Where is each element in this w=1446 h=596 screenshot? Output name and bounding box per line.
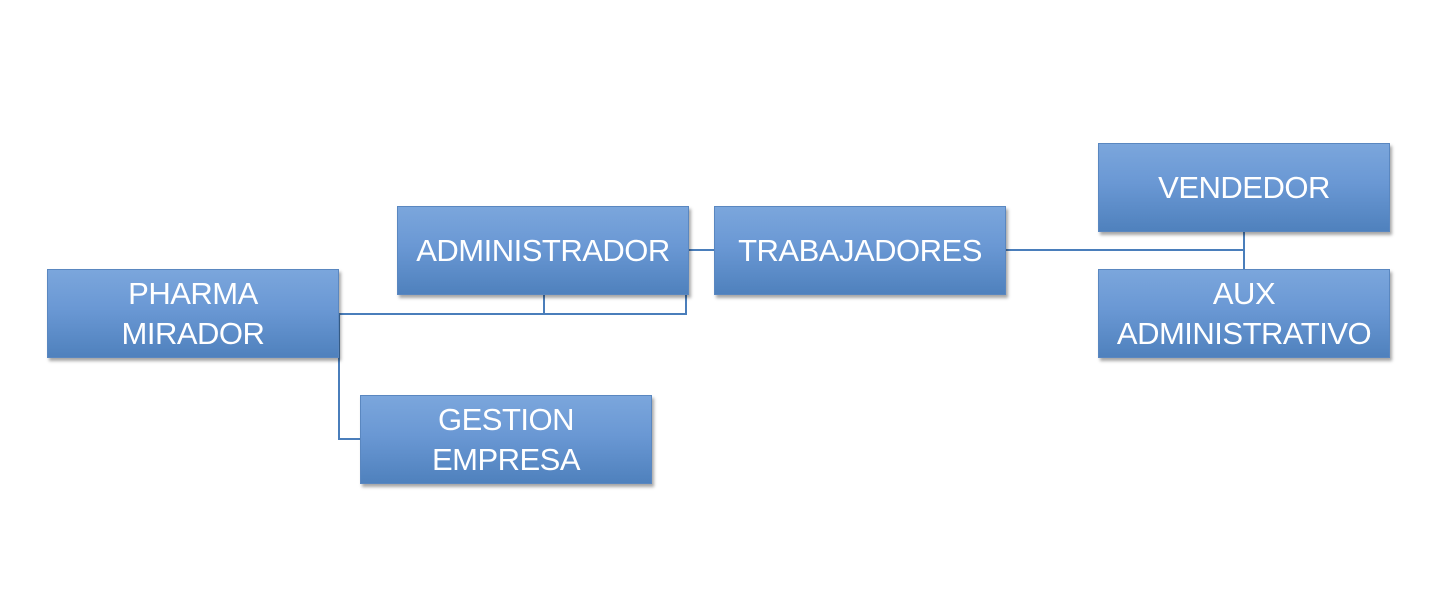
node-vendedor: VENDEDOR	[1098, 143, 1390, 232]
edge-pharma-gestion	[338, 314, 360, 440]
node-aux-administrativo: AUX ADMINISTRATIVO	[1098, 269, 1390, 358]
node-trabajadores: TRABAJADORES	[714, 206, 1006, 295]
node-administrador: ADMINISTRADOR	[397, 206, 689, 295]
node-gestion-empresa: GESTION EMPRESA	[360, 395, 652, 484]
node-pharma-mirador: PHARMA MIRADOR	[47, 269, 339, 358]
edge-pharma-administrador	[339, 295, 687, 315]
edge-trabajadores-vendedor	[1006, 232, 1245, 251]
